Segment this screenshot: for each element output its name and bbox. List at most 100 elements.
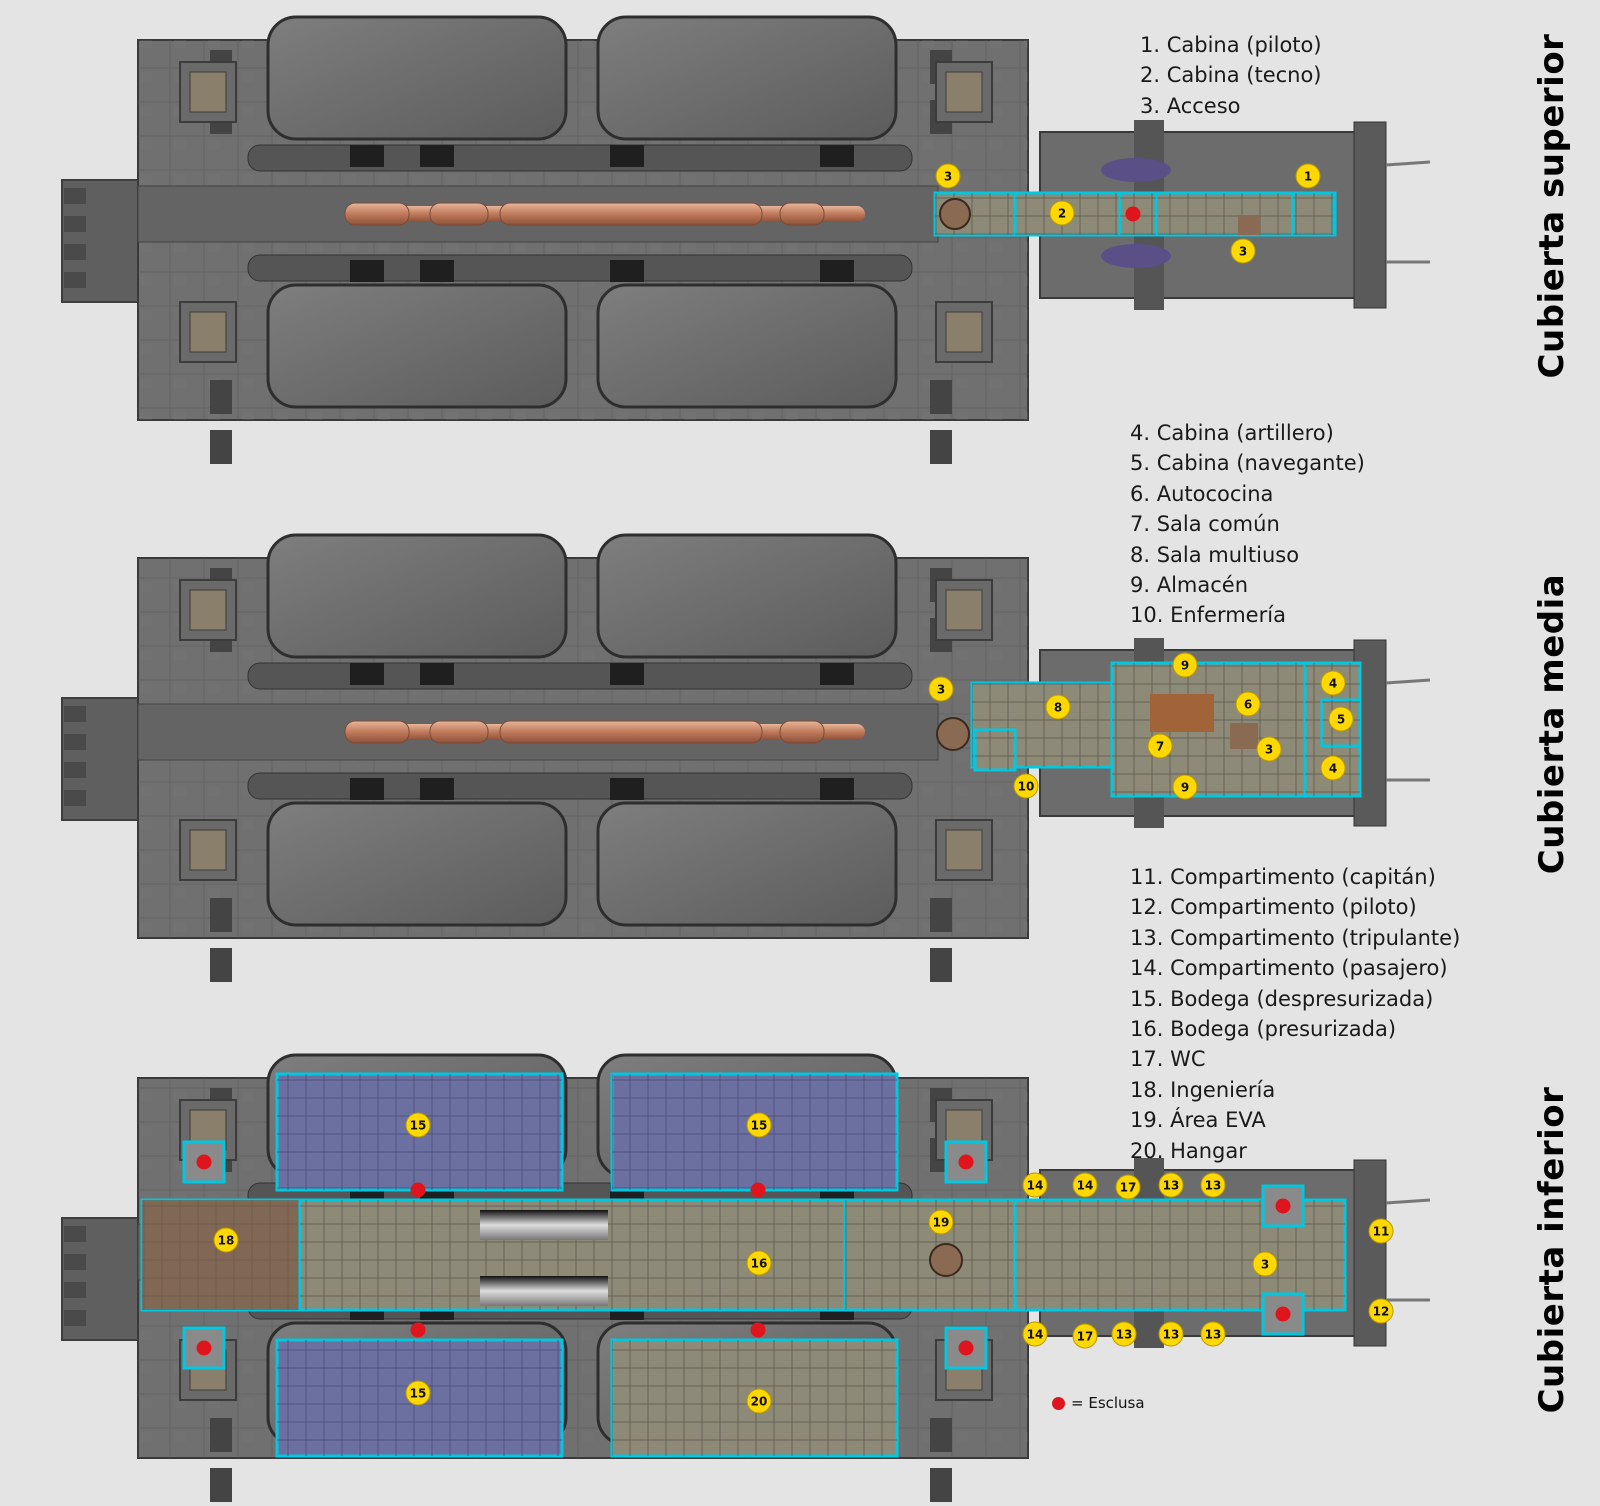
room-marker-circle xyxy=(1013,773,1039,799)
room-marker-media-8: 8 xyxy=(1045,694,1071,720)
room-marker-number: 6 xyxy=(1244,698,1252,712)
machinery-core xyxy=(189,589,227,631)
room-marker-superior-1: 1 xyxy=(1295,163,1321,189)
pipe-segment xyxy=(779,720,825,744)
room-marker-inferior-11: 11 xyxy=(1368,1218,1394,1244)
room-marker-circle xyxy=(1158,1172,1184,1198)
antenna xyxy=(1385,160,1431,264)
engine-nozzle xyxy=(64,790,86,806)
ship-decks xyxy=(61,15,1431,1502)
clamp xyxy=(210,430,232,464)
bow-tip xyxy=(1353,121,1387,309)
room-marker-circle xyxy=(935,163,961,189)
room-marker-inferior-18: 18 xyxy=(213,1227,239,1253)
room-marker-circle xyxy=(1256,736,1282,762)
room-marker-number: 19 xyxy=(933,1216,950,1230)
room-marker-number: 8 xyxy=(1054,701,1062,715)
airlock-icon xyxy=(196,1154,212,1170)
vent xyxy=(610,663,644,685)
room-marker-number: 11 xyxy=(1373,1225,1390,1239)
legend-item: 17. WC xyxy=(1130,1047,1206,1072)
room-marker-circle xyxy=(1172,652,1198,678)
vent xyxy=(820,778,854,800)
room-marker-number: 3 xyxy=(1239,245,1247,259)
cargo-pod xyxy=(596,533,898,659)
room-marker-circle xyxy=(1328,706,1354,732)
airlock-pod xyxy=(182,1326,226,1370)
dining-table xyxy=(1150,694,1214,732)
room-marker-circle xyxy=(1072,1323,1098,1349)
clamp xyxy=(930,380,952,414)
rail xyxy=(247,144,913,172)
engine-nozzle xyxy=(64,706,86,722)
legend-item: 4. Cabina (artillero) xyxy=(1130,421,1334,445)
room-marker-circle xyxy=(1230,238,1256,264)
room-marker-inferior-13: 13 xyxy=(1158,1172,1184,1198)
machinery-core xyxy=(945,589,983,631)
legend-item: 11. Compartimento (capitán) xyxy=(1130,865,1436,889)
legend-item: 18. Ingeniería xyxy=(1130,1077,1276,1102)
vent xyxy=(420,778,454,800)
room-marker-inferior-13: 13 xyxy=(1158,1321,1184,1347)
hull-superior xyxy=(61,15,1431,464)
room-marker-number: 14 xyxy=(1077,1179,1094,1193)
airlock-icon xyxy=(750,1182,766,1198)
room-marker-inferior-13: 13 xyxy=(1200,1321,1226,1347)
legend-item: 3. Acceso xyxy=(1140,93,1241,118)
room-marker-media-3: 3 xyxy=(928,676,954,702)
engine-nozzle xyxy=(64,734,86,750)
clamp xyxy=(210,1418,232,1452)
room-marker-media-4: 4 xyxy=(1320,755,1346,781)
pipe-segment xyxy=(499,202,763,226)
room-marker-number: 15 xyxy=(751,1119,768,1133)
vent xyxy=(820,260,854,282)
room-marker-media-7: 7 xyxy=(1147,733,1173,759)
pipe-segment xyxy=(344,720,410,744)
room-marker-circle xyxy=(1368,1298,1394,1324)
room-marker-number: 4 xyxy=(1329,677,1337,691)
legend-item: 9. Almacén xyxy=(1130,573,1249,598)
vent xyxy=(420,663,454,685)
clamp xyxy=(930,898,952,932)
room-marker-superior-3: 3 xyxy=(935,163,961,189)
room-marker-number: 17 xyxy=(1077,1330,1094,1344)
room-marker-number: 1 xyxy=(1304,170,1312,184)
room-marker-inferior-20: 20 xyxy=(746,1388,772,1414)
room-marker-circle xyxy=(1022,1321,1048,1347)
sensor-pod xyxy=(1101,244,1171,268)
room-marker-number: 20 xyxy=(751,1395,768,1409)
antenna xyxy=(1385,678,1431,782)
room-marker-superior-2: 2 xyxy=(1049,200,1075,226)
legend-item: 7. Sala común xyxy=(1130,512,1280,537)
room-marker-inferior-14: 14 xyxy=(1022,1172,1048,1198)
clamp xyxy=(210,898,232,932)
legend-cubierta-inferior: 11. Compartimento (capitán) 12. Comparti… xyxy=(1130,862,1460,1166)
airlock-key: = Esclusa xyxy=(1052,1394,1145,1412)
room-marker-circle xyxy=(1045,694,1071,720)
engineering-floor xyxy=(142,1200,302,1310)
room-marker-circle xyxy=(1200,1321,1226,1347)
room-marker-number: 3 xyxy=(937,683,945,697)
legend-item: 5. Cabina (navegante) xyxy=(1130,451,1365,476)
legend-item: 6. Autococina xyxy=(1130,481,1274,506)
engine-nozzle xyxy=(64,1310,86,1326)
airlock-icon xyxy=(958,1340,974,1356)
room-marker-number: 13 xyxy=(1205,1179,1222,1193)
room-marker-media-9: 9 xyxy=(1172,774,1198,800)
room-grid xyxy=(1293,193,1333,235)
stairs-icon xyxy=(936,717,970,751)
room-marker-circle xyxy=(1022,1172,1048,1198)
pipe-segment xyxy=(429,202,489,226)
room-marker-number: 3 xyxy=(944,170,952,184)
legend-item: 16. Bodega (presurizada) xyxy=(1130,1017,1397,1042)
clamp xyxy=(210,1468,232,1502)
room-marker-number: 13 xyxy=(1163,1179,1180,1193)
room-marker-circle xyxy=(1111,1321,1137,1347)
room-marker-number: 15 xyxy=(410,1119,427,1133)
room-marker-media-10: 10 xyxy=(1013,773,1039,799)
clamp xyxy=(930,948,952,982)
room-marker-inferior-13: 13 xyxy=(1200,1172,1226,1198)
engine-nozzle xyxy=(64,1282,86,1298)
airlock-icon xyxy=(410,1182,426,1198)
